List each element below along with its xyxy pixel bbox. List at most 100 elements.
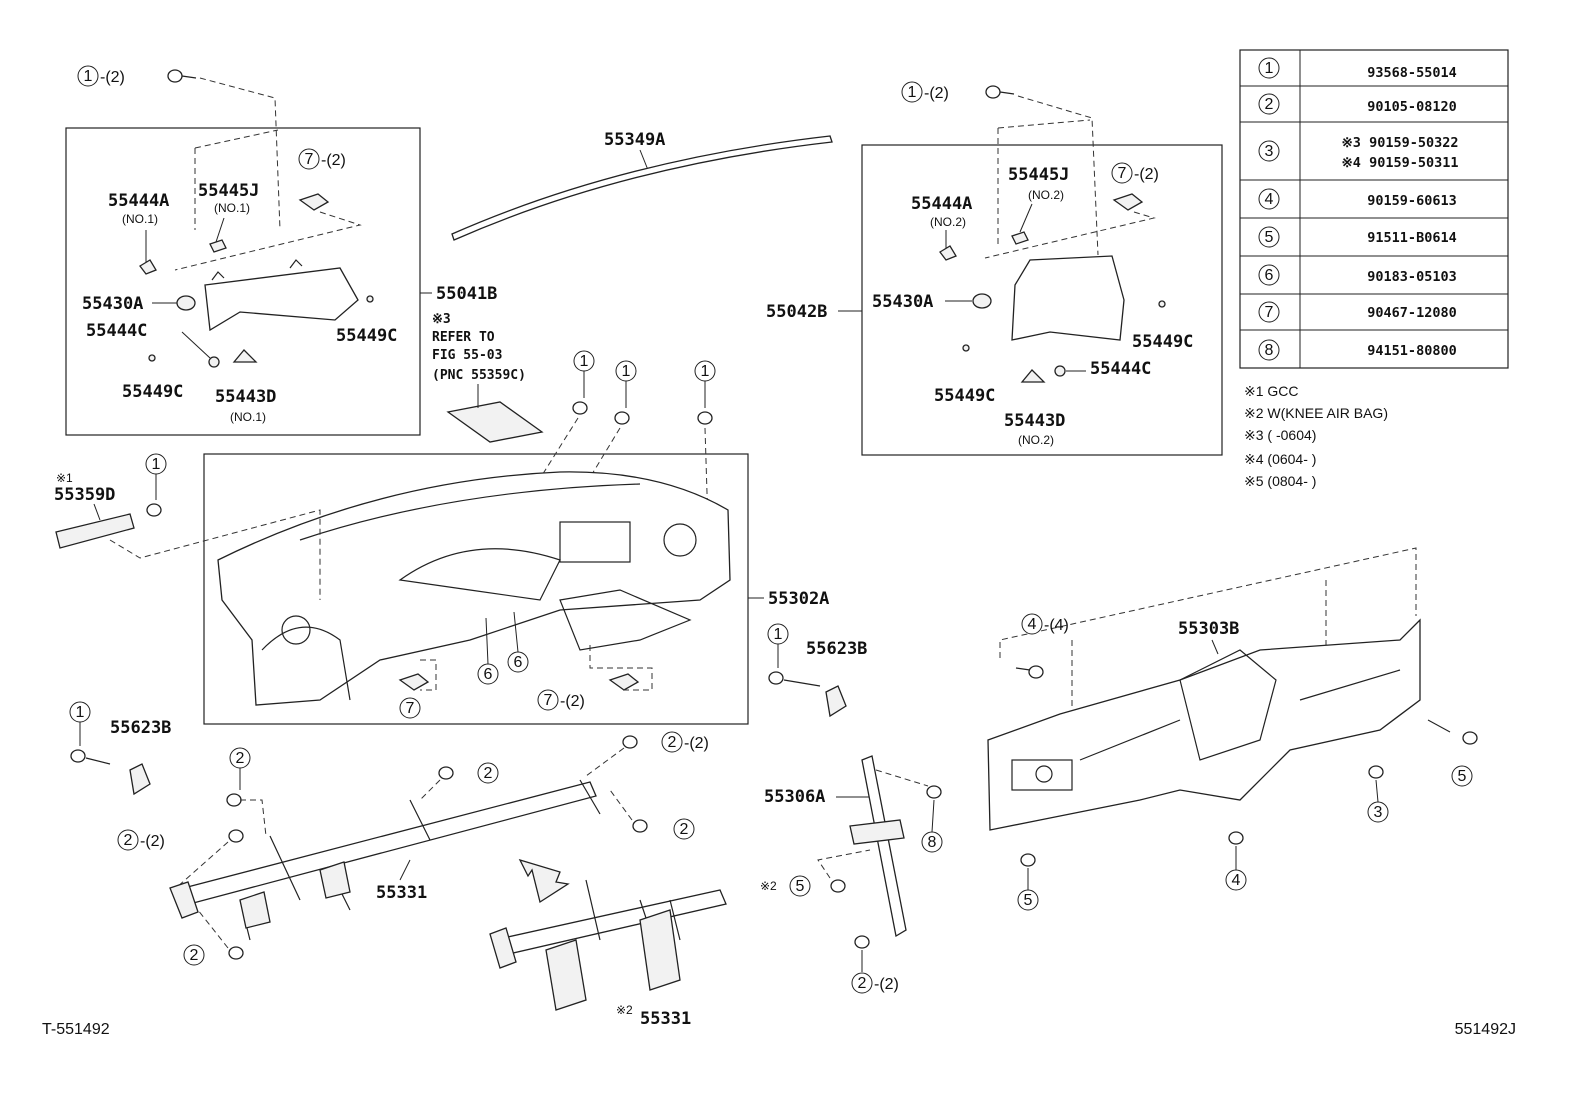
clip-icon bbox=[1112, 193, 1144, 211]
table-row: 5 91511-B0614 bbox=[1258, 226, 1457, 248]
part-code: ※4 90159-50311 bbox=[1342, 155, 1459, 171]
bolt-icon bbox=[632, 819, 648, 833]
svg-text:5: 5 bbox=[1265, 229, 1274, 246]
pad-55359c bbox=[446, 401, 544, 443]
svg-text:55443D: 55443D bbox=[1004, 411, 1065, 431]
refer-note: ※3 REFER TO FIG 55-03 (PNC 55359C) bbox=[432, 312, 544, 443]
svg-text:4: 4 bbox=[1028, 616, 1037, 633]
group-55331: 2 2 -(2) 2 2 2 -(2) 2 55331 bbox=[117, 731, 709, 966]
svg-text:2: 2 bbox=[668, 734, 677, 751]
clip-icon bbox=[139, 259, 157, 275]
svg-text:-(2): -(2) bbox=[560, 693, 585, 710]
bolt-icon bbox=[830, 879, 846, 893]
svg-text:1: 1 bbox=[1265, 60, 1274, 77]
group-55331-variant: ※2 55331 bbox=[489, 879, 727, 1029]
table-row: 2 90105-08120 bbox=[1258, 93, 1457, 115]
svg-text:※3 ( -0604): ※3 ( -0604) bbox=[1244, 427, 1316, 443]
svg-text:55331: 55331 bbox=[640, 1009, 691, 1029]
table-row: 4 90159-60613 bbox=[1258, 188, 1457, 210]
group-55359d: ※1 55359D 1 bbox=[54, 453, 321, 600]
table-row: 1 93568-55014 bbox=[1258, 57, 1457, 81]
svg-text:※5 (0804- ): ※5 (0804- ) bbox=[1244, 473, 1316, 489]
svg-text:3: 3 bbox=[1265, 143, 1274, 160]
svg-text:8: 8 bbox=[928, 834, 937, 851]
svg-text:1: 1 bbox=[580, 353, 589, 370]
panel-55042b bbox=[1011, 255, 1125, 341]
svg-text:REFER TO: REFER TO bbox=[432, 330, 495, 345]
bolt-icon bbox=[438, 766, 454, 780]
svg-text:55041B: 55041B bbox=[436, 284, 497, 304]
dashboard-55302a bbox=[217, 471, 731, 706]
notes: ※1 GCC ※2 W(KNEE AIR BAG) ※3 ( -0604) ※4… bbox=[1244, 383, 1388, 489]
svg-text:7: 7 bbox=[544, 692, 553, 709]
svg-text:1: 1 bbox=[622, 363, 631, 380]
svg-text:55349A: 55349A bbox=[604, 130, 665, 150]
svg-text:-(2): -(2) bbox=[924, 85, 949, 102]
table-row: 6 90183-05103 bbox=[1258, 264, 1457, 286]
clip-icon bbox=[939, 245, 957, 261]
svg-text:55445J: 55445J bbox=[1008, 165, 1069, 185]
svg-text:55449C: 55449C bbox=[1132, 332, 1193, 352]
molding-55349a: 55349A bbox=[451, 130, 833, 241]
svg-text:2: 2 bbox=[124, 832, 133, 849]
svg-text:2: 2 bbox=[190, 947, 199, 964]
panel-55041b bbox=[204, 267, 359, 332]
svg-text:55306A: 55306A bbox=[764, 787, 825, 807]
svg-text:5: 5 bbox=[1458, 768, 1467, 785]
part-code: ※3 90159-50322 bbox=[1342, 135, 1459, 151]
svg-text:55623B: 55623B bbox=[806, 639, 867, 659]
svg-text:55042B: 55042B bbox=[766, 302, 827, 322]
svg-text:FIG 55-03: FIG 55-03 bbox=[432, 348, 502, 363]
bolt-icon bbox=[1020, 853, 1036, 867]
part-code: 90183-05103 bbox=[1367, 269, 1456, 285]
clip-icon bbox=[298, 193, 330, 211]
svg-text:7: 7 bbox=[1265, 304, 1274, 321]
svg-text:55444C: 55444C bbox=[86, 321, 147, 341]
table-row: 8 94151-80800 bbox=[1258, 339, 1457, 361]
screw-icon bbox=[614, 411, 630, 425]
grommet-icon bbox=[972, 293, 992, 309]
svg-text:5: 5 bbox=[796, 878, 805, 895]
svg-text:55449C: 55449C bbox=[122, 382, 183, 402]
svg-text:1: 1 bbox=[152, 456, 161, 473]
table-row: 7 90467-12080 bbox=[1258, 301, 1457, 323]
part-code: 90105-08120 bbox=[1367, 99, 1456, 115]
svg-text:55444C: 55444C bbox=[1090, 359, 1151, 379]
nut-icon bbox=[926, 785, 942, 799]
group-55303b: 4 -(4) 55303B 5 3 4 5 bbox=[987, 547, 1478, 911]
bolt-icon bbox=[228, 946, 244, 960]
svg-text:6: 6 bbox=[484, 666, 493, 683]
part-code: 91511-B0614 bbox=[1367, 230, 1456, 246]
svg-text:55430A: 55430A bbox=[872, 292, 933, 312]
svg-text:55331: 55331 bbox=[376, 883, 427, 903]
table-row: 3 ※3 90159-50322 ※4 90159-50311 bbox=[1258, 135, 1459, 171]
group-55041b: 1 -(2) 7 -(2) 55444A (NO.1) 55445J (NO.1… bbox=[65, 65, 497, 436]
clip-icon bbox=[608, 673, 640, 691]
svg-text:6: 6 bbox=[1265, 267, 1274, 284]
clip-icon bbox=[1011, 231, 1029, 245]
svg-text:※4 (0604- ): ※4 (0604- ) bbox=[1244, 451, 1316, 467]
svg-text:2: 2 bbox=[484, 765, 493, 782]
svg-text:1: 1 bbox=[908, 84, 917, 101]
svg-text:※2: ※2 bbox=[760, 879, 777, 893]
screw-icon bbox=[146, 503, 162, 517]
arrow-icon bbox=[518, 858, 570, 904]
svg-text:-(2): -(2) bbox=[140, 833, 165, 850]
panel-frame-55303b bbox=[987, 618, 1421, 831]
part-code: 94151-80800 bbox=[1367, 343, 1456, 359]
svg-text:(NO.1): (NO.1) bbox=[122, 212, 158, 226]
svg-text:(NO.2): (NO.2) bbox=[1028, 188, 1064, 202]
svg-text:(NO.1): (NO.1) bbox=[214, 201, 250, 215]
svg-text:55449C: 55449C bbox=[336, 326, 397, 346]
svg-text:-(2): -(2) bbox=[874, 976, 899, 993]
screw-icon bbox=[572, 401, 588, 415]
svg-text:4: 4 bbox=[1265, 191, 1274, 208]
bolt-icon bbox=[1228, 831, 1244, 845]
brace-55306a bbox=[861, 755, 907, 938]
group-55042b: 1 -(2) 7 -(2) 55445J (NO.2) 55444A (NO.2… bbox=[766, 81, 1223, 456]
group-55623b-right: 1 55623B bbox=[767, 623, 867, 718]
part-code: 90159-60613 bbox=[1367, 193, 1456, 209]
part-code: 93568-55014 bbox=[1367, 65, 1456, 81]
bolt-icon bbox=[854, 935, 870, 949]
svg-text:1: 1 bbox=[84, 68, 93, 85]
